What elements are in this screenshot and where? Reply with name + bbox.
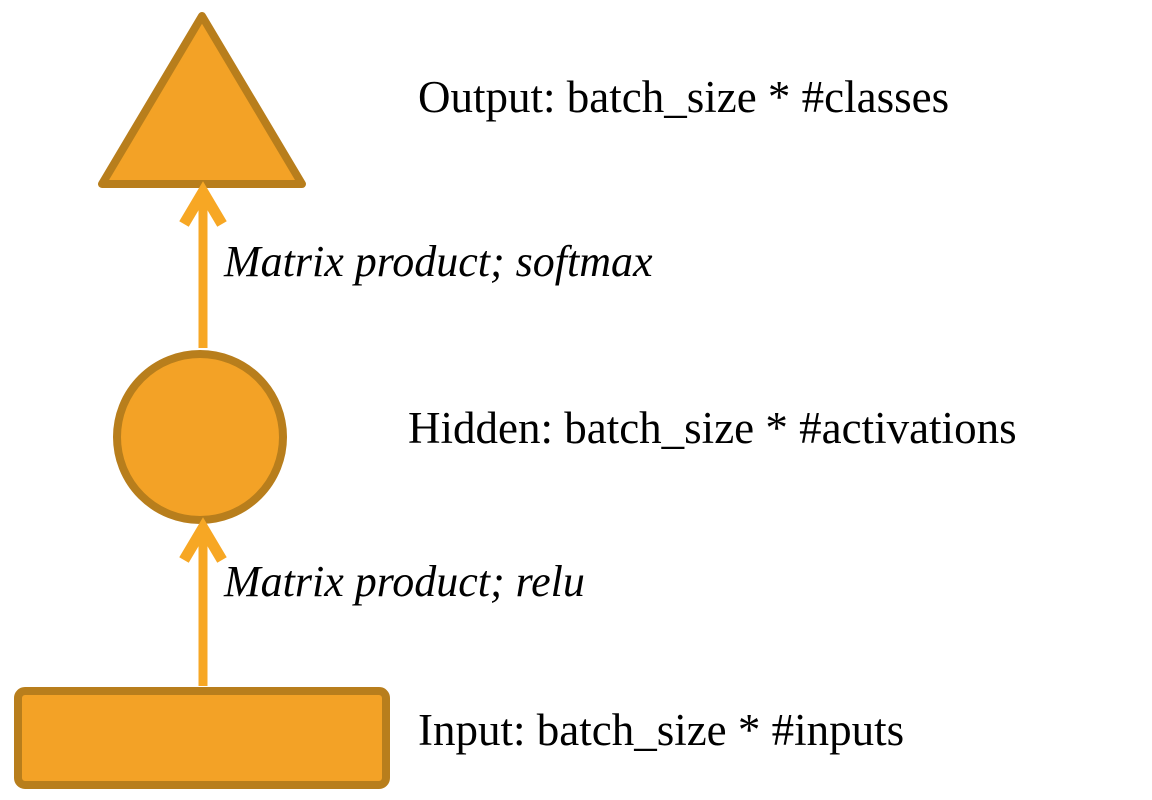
hidden-node-label: Hidden: batch_size * #activations <box>408 403 1017 453</box>
arrow-head-icon <box>179 517 227 563</box>
input-node-label: Input: batch_size * #inputs <box>418 705 905 755</box>
input-rectangle-shape <box>18 691 386 785</box>
output-triangle-shape <box>102 16 302 184</box>
arrow-hidden-to-output <box>179 181 227 348</box>
edge-label-softmax: Matrix product; softmax <box>224 237 653 286</box>
edge-label-relu: Matrix product; relu <box>224 557 585 606</box>
hidden-circle-border <box>113 350 287 524</box>
hidden-circle-shape <box>117 354 283 520</box>
arrow-head-icon <box>179 181 227 227</box>
arrow-input-to-hidden <box>179 517 227 686</box>
input-rectangle-border <box>14 687 390 789</box>
output-node-label: Output: batch_size * #classes <box>418 72 950 122</box>
